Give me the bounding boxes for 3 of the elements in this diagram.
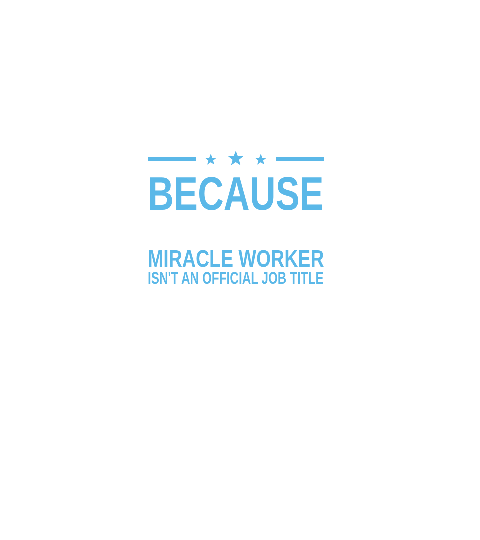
headline-text: BECAUSE (148, 170, 324, 217)
tagline-text: ISN'T AN OFFICIAL JOB TITLE (148, 270, 324, 287)
subheadline-text: MIRACLE WORKER (148, 248, 324, 272)
